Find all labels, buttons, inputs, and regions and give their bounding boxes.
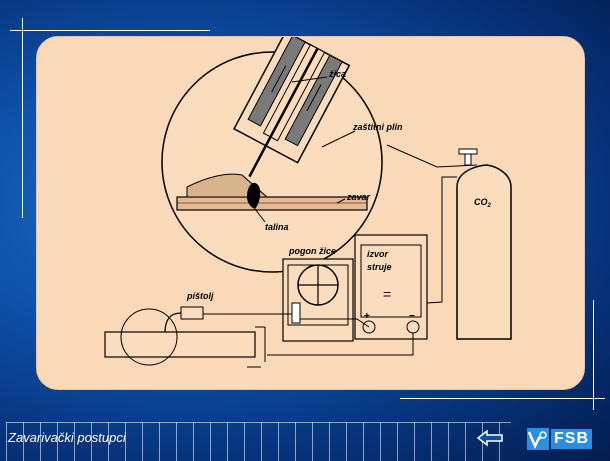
deco-line-left — [22, 18, 23, 218]
torch-nozzle — [233, 37, 351, 178]
deco-line-top — [10, 30, 210, 31]
label-shield-gas: zaštitni plin — [352, 122, 403, 132]
back-arrow-icon — [476, 429, 503, 447]
logo-text: FSB — [551, 429, 592, 449]
fsb-logo: FSB — [527, 428, 600, 450]
wire-feeder — [282, 258, 354, 342]
power-source — [354, 234, 428, 340]
label-power-1: izvor — [367, 249, 389, 259]
weld-bead — [186, 173, 269, 198]
base-plate — [176, 196, 368, 211]
fsb-logo-icon — [527, 428, 549, 450]
label-minus: − — [409, 311, 415, 322]
torch-gun — [164, 306, 204, 334]
label-pool: talina — [265, 222, 289, 232]
deco-line-right — [593, 300, 594, 410]
deco-line-bottom — [400, 398, 605, 399]
label-co2: CO2 — [474, 197, 492, 209]
footer-title: Zavarivački postupci — [8, 430, 126, 445]
gas-cylinder: CO2 — [456, 148, 512, 340]
footer: Zavarivački postupci FSB — [0, 420, 610, 461]
content-panel: žica zaštitni plin zavar talina CO2 — [36, 36, 585, 390]
workpiece — [104, 308, 266, 368]
label-wire: žica — [328, 69, 346, 79]
gas-leader — [386, 144, 478, 168]
label-plus: + — [364, 311, 370, 322]
label-wire-drive: pogon žice — [288, 246, 336, 256]
ground-cable — [267, 333, 414, 356]
connector — [291, 302, 301, 324]
label-equals: = — [383, 286, 391, 302]
back-button[interactable] — [476, 428, 504, 448]
weld-pool — [247, 182, 261, 209]
welding-diagram: žica zaštitni plin zavar talina CO2 — [104, 37, 512, 368]
label-weld: zavar — [346, 192, 371, 202]
label-torch: pištolj — [186, 291, 214, 301]
label-power-2: struje — [367, 262, 392, 272]
footer-grid — [6, 422, 511, 461]
